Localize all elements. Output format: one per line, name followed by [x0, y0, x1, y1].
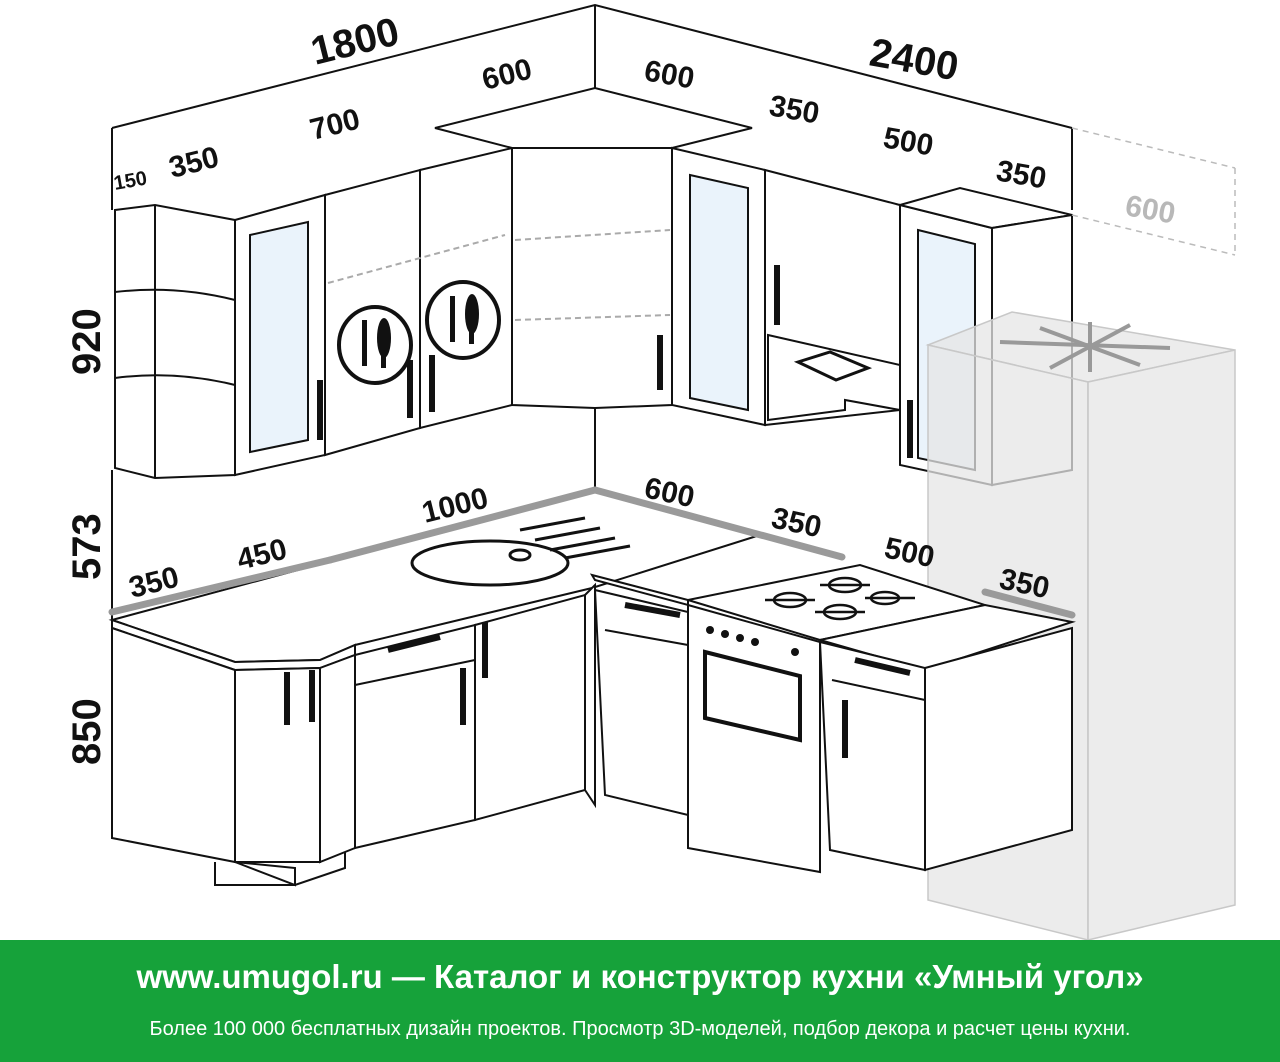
oven-knobs	[706, 626, 799, 656]
sink	[410, 516, 631, 587]
banner-subtitle: Более 100 000 бесплатных дизайн проектов…	[149, 1018, 1131, 1040]
base-dishwasher	[319, 623, 476, 864]
cooktop-burners-icon	[765, 576, 915, 621]
upper-cutlery-cabinets	[324, 146, 513, 457]
open-shelf-unit	[114, 203, 236, 480]
upper-corner-cabinet	[434, 86, 753, 410]
base-cabinet-right-2	[818, 603, 1076, 872]
dim-upper-600-corner-left: 600	[479, 53, 536, 97]
worktop-edges	[108, 486, 1076, 619]
dim-height-gap: 573	[65, 513, 109, 580]
dim-upper-350-left: 350	[166, 141, 223, 185]
fork-knife-icon	[362, 294, 479, 368]
base-cabinet-right-1	[593, 588, 689, 817]
site-link[interactable]: www.umugol.ru	[136, 958, 383, 995]
dim-upper-500: 500	[881, 121, 936, 162]
banner-title-text: Каталог и конструктор кухни «Умный угол»	[434, 958, 1144, 995]
dim-height-base: 850	[65, 698, 109, 765]
kitchen-diagram: 1800 2400 150 350 700 600 600 350 500 35…	[65, 3, 1236, 940]
snowflake-icon	[999, 322, 1171, 372]
banner-title: www.umugol.ru — Каталог и конструктор ку…	[0, 958, 1280, 996]
upper-hood-cabinet	[764, 168, 901, 427]
oven	[687, 563, 989, 874]
dim-height-upper: 920	[65, 308, 109, 375]
dim-upper-150: 150	[112, 167, 149, 194]
base-sink-cabinet	[474, 582, 596, 822]
promo-banner: www.umugol.ru — Каталог и конструктор ку…	[0, 940, 1280, 1062]
dim-upper-600-corner-right: 600	[642, 54, 697, 95]
banner-dash: —	[382, 958, 435, 995]
fridge-outline	[1071, 127, 1236, 256]
upper-glass-cabinet-left	[234, 193, 326, 477]
dim-upper-total-right: 2400	[866, 31, 961, 90]
dim-upper-350-mid: 350	[767, 89, 822, 130]
dim-upper-350-right: 350	[994, 154, 1049, 195]
dim-fridge-depth: 600	[1123, 189, 1178, 230]
upper-glass-cabinet-center	[671, 146, 766, 427]
dim-upper-total-left: 1800	[307, 10, 404, 74]
base-corner-cabinet	[111, 626, 346, 887]
dim-upper-700: 700	[307, 103, 364, 147]
